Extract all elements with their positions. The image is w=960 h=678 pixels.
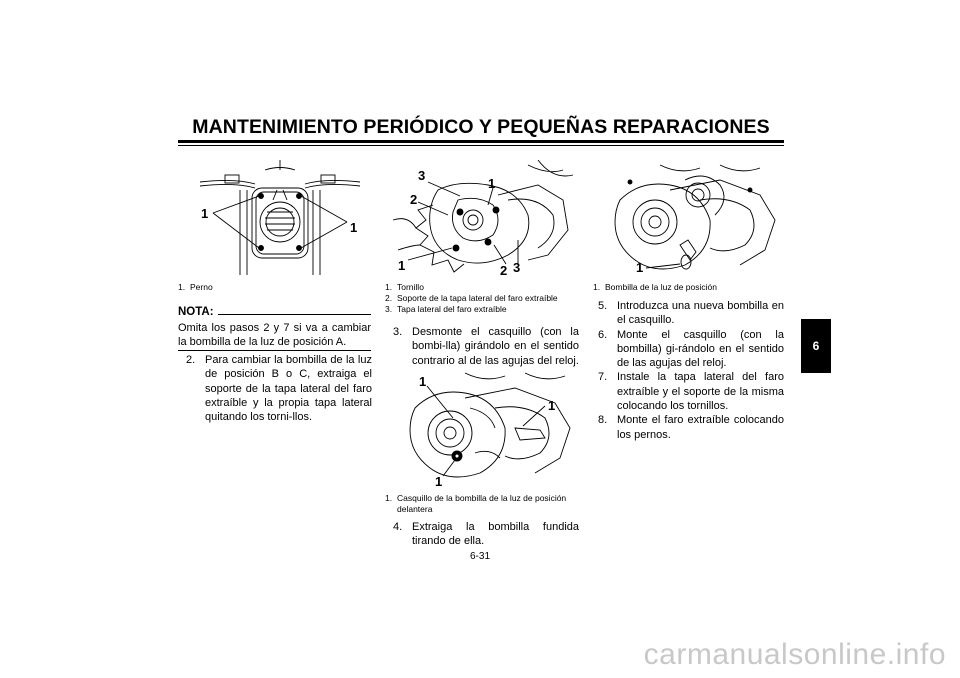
caption-num: 3. [385, 304, 393, 314]
figure1-caption: 1. Perno [178, 282, 373, 293]
step-item: 8. Monte el faro extraíble colocando los… [598, 413, 784, 442]
note-label: NOTA: [178, 306, 214, 318]
socket-illustration: 1 1 1 [409, 372, 571, 488]
page-title: MANTENIMIENTO PERIÓDICO Y PEQUEÑAS REPAR… [192, 116, 770, 138]
figure2-callout-2b: 2 [500, 263, 507, 278]
figure-side-cover: 3 1 2 1 2 3 [388, 160, 576, 280]
title-rule [178, 140, 784, 143]
note-rule [217, 314, 371, 315]
figure1-callout-right: 1 [350, 220, 357, 235]
steps-right: 5. Introduzca una nueva bombilla en el c… [598, 299, 784, 442]
caption-text: Casquillo de la bombilla de la luz de po… [397, 493, 567, 514]
side-cover-illustration: 3 1 2 1 2 3 [392, 160, 574, 278]
caption-num: 1. [385, 493, 393, 503]
caption-item: 2. Soporte de la tapa lateral del faro e… [385, 293, 585, 304]
step-item: 7. Instale la tapa lateral del faro extr… [598, 370, 784, 413]
step-text: Monte el faro extraíble colocando los pe… [617, 414, 784, 441]
caption-num: 1. [385, 282, 393, 292]
figure4-callout: 1 [636, 260, 643, 275]
figure3-callout-right: 1 [548, 398, 555, 413]
step-text: Para cambiar la bombilla de la luz de po… [205, 354, 372, 424]
step-number: 6. [598, 328, 608, 341]
caption-text: Tapa lateral del faro extraíble [397, 304, 507, 314]
figure2-callout-1b: 1 [398, 258, 405, 273]
caption-item: 1. Perno [178, 282, 373, 293]
step-number: 3. [393, 326, 403, 338]
caption-text: Bombilla de la luz de posición [605, 282, 717, 292]
figure-headlight-front: 1 1 [195, 160, 365, 275]
page-number: 6-31 [469, 551, 490, 562]
step-text: Introduzca una nueva bombilla en el casq… [617, 300, 784, 327]
caption-item: 1. Tornillo [385, 282, 585, 293]
figure1-callout-left: 1 [201, 206, 208, 221]
step-text: Monte el casquillo (con la bombilla) gi-… [617, 328, 784, 370]
caption-num: 1. [178, 282, 186, 292]
figure3-callout-bottom: 1 [435, 474, 442, 488]
position-bulb-illustration: 1 [614, 164, 776, 275]
note-text: Omita los pasos 2 y 7 si va a cambiar la… [178, 322, 371, 349]
step-item: 2. Para cambiar la bombilla de la luz de… [186, 353, 372, 424]
step-item: 6. Monte el casquillo (con la bombilla) … [598, 328, 784, 371]
caption-item: 3. Tapa lateral del faro extraíble [385, 304, 585, 315]
note-header: NOTA: [178, 306, 371, 318]
step-text: Extraiga la bombilla fundida tirando de … [412, 521, 579, 548]
title-rule-thin [178, 145, 784, 146]
step-number: 2. [186, 354, 196, 366]
figure2-callout-1a: 1 [488, 176, 495, 191]
caption-text: Perno [190, 282, 213, 292]
figure3-caption: 1. Casquillo de la bombilla de la luz de… [385, 493, 585, 515]
caption-item: 1. Bombilla de la luz de posición [593, 282, 788, 293]
steps-left: 2. Para cambiar la bombilla de la luz de… [186, 353, 372, 424]
step-text: Instale la tapa lateral del faro extraíb… [617, 371, 784, 413]
steps-mid-a: 3. Desmonte el casquillo (con la bombi-l… [393, 325, 579, 368]
caption-text: Tornillo [397, 282, 424, 292]
figure2-callout-2a: 2 [410, 192, 417, 207]
step-item: 5. Introduzca una nueva bombilla en el c… [598, 299, 784, 328]
steps-mid-b: 4. Extraiga la bombilla fundida tirando … [393, 520, 579, 549]
figure-socket: 1 1 1 [395, 368, 575, 488]
headlight-front-illustration: 1 1 [199, 160, 361, 275]
step-text: Desmonte el casquillo (con la bombi-lla)… [412, 326, 579, 367]
step-number: 7. [598, 371, 608, 384]
caption-num: 1. [593, 282, 601, 292]
note-end-rule [178, 350, 371, 351]
figure3-callout-top: 1 [419, 374, 426, 389]
step-item: 4. Extraiga la bombilla fundida tirando … [393, 520, 579, 549]
step-number: 4. [393, 521, 403, 533]
caption-num: 2. [385, 293, 393, 303]
figure2-caption: 1. Tornillo 2. Soporte de la tapa latera… [385, 282, 585, 315]
figure2-callout-3a: 3 [418, 168, 425, 183]
step-number: 8. [598, 414, 608, 427]
figure2-callout-3b: 3 [513, 260, 520, 275]
step-item: 3. Desmonte el casquillo (con la bombi-l… [393, 325, 579, 368]
figure-position-bulb: 1 [600, 160, 782, 280]
caption-text: Soporte de la tapa lateral del faro extr… [397, 293, 558, 303]
chapter-tab: 6 [801, 319, 831, 373]
caption-item: 1. Casquillo de la bombilla de la luz de… [385, 493, 585, 515]
step-number: 5. [598, 300, 608, 312]
figure4-caption: 1. Bombilla de la luz de posición [593, 282, 788, 293]
watermark: carmanualsonline.info [643, 638, 946, 671]
